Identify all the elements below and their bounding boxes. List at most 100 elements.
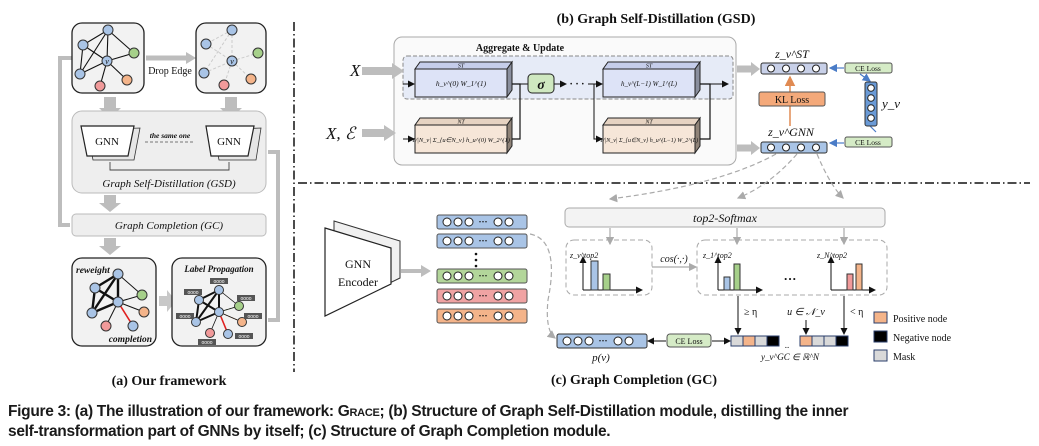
gnn-left: GNN [80, 125, 141, 161]
label-propagation-graph: Label Propagation [171, 257, 267, 347]
node-v-label: v [105, 57, 109, 66]
embedding-row: ··· [436, 288, 528, 304]
z1-bar-1 [723, 276, 731, 291]
zN-top2-label: z_N^top2 [816, 251, 847, 260]
zN-bar-2 [855, 263, 863, 291]
embedding-row: ··· [436, 214, 528, 230]
z1-bar-2 [733, 263, 741, 291]
z1-top2-label: z_1^top2 [702, 251, 732, 260]
gc-box [71, 213, 267, 237]
aggregate-update-label: Aggregate & Update [476, 43, 565, 54]
legend-swatch [873, 311, 888, 324]
vertical-dots [474, 252, 478, 268]
kl-loss-box [758, 91, 826, 107]
svg-text:···: ··· [598, 336, 607, 346]
sigma-label: σ [537, 78, 545, 93]
node-v-label: v [230, 57, 234, 66]
panel-b: (b) Graph Self-Distillation (GSD) Aggreg… [325, 12, 900, 166]
panel-c: GNN Encoder ··· ··· ··· ··· ··· top2-Softmax… [324, 207, 952, 388]
layer-ellipsis: · · · [569, 79, 584, 90]
kl-loss-label: KL Loss [775, 95, 809, 106]
pv-label: p(v) [591, 352, 610, 364]
caption-line2: self-transformation part of GNNs by itse… [8, 423, 611, 440]
top2-softmax-label: top2-Softmax [693, 211, 758, 225]
graph-node [77, 39, 89, 51]
svg-text:oooo: oooo [247, 314, 258, 320]
graph-node [121, 74, 133, 86]
original-graph: v [71, 22, 145, 94]
embedding-row: ··· [436, 233, 528, 249]
svg-text:1/|N_v| Σ_{u∈N_v} h_u^(0) W_2^: 1/|N_v| Σ_{u∈N_v} h_u^(0) W_2^(1) [412, 137, 510, 144]
gsd-label: Graph Self-Distillation (GSD) [102, 178, 236, 190]
svg-text:oooo: oooo [213, 279, 224, 285]
st-block-1: ST h_v^(0) W_1^(1) [414, 60, 513, 99]
candidate-top2-box [696, 239, 888, 296]
geq-eta-label: ≥ η [744, 307, 757, 318]
embedding-row: ··· [436, 308, 528, 324]
svg-text:1/|N_v| Σ_{u∈N_v} h_u^(L−1) W_: 1/|N_v| Σ_{u∈N_v} h_u^(L−1) W_2^(L) [600, 137, 698, 144]
y-gc-label: y_v^GC ∈ ℝ^N [760, 352, 820, 362]
legend-item: Mask [873, 349, 915, 363]
input-x: X [349, 61, 361, 80]
panel-a-title: (a) Our framework [112, 374, 227, 389]
svg-text:oooo: oooo [187, 290, 198, 296]
svg-text:NT: NT [456, 120, 465, 126]
cos-similarity-label: cos(·,·) [660, 254, 688, 265]
ce-loss-top-box [844, 62, 893, 74]
embedding-rows: ··· ··· ··· ··· ··· [436, 214, 528, 324]
input-x-edges: X, ℰ [325, 124, 357, 143]
graph-node [128, 47, 140, 59]
ce-loss-bottom-label: CE Loss [855, 138, 881, 147]
caption-method-name: Grace [337, 403, 380, 420]
graph-node [74, 68, 86, 80]
svg-text:..: .. [785, 340, 790, 350]
zv-bar-1 [590, 260, 599, 291]
svg-text:Encoder: Encoder [338, 275, 378, 289]
legend-label: Negative node [893, 333, 952, 344]
drop-edge-label: Drop Edge [148, 66, 192, 77]
legend-swatch [873, 349, 888, 362]
nt-block-1: NT 1/|N_v| Σ_{u∈N_v} h_u^(0) W_2^(1) [412, 116, 513, 155]
gc-ce-loss-label: CE Loss [675, 337, 702, 346]
svg-text:···: ··· [478, 236, 487, 246]
reweight-graph: reweight completion [71, 257, 157, 347]
graph-node [94, 80, 106, 92]
reweight-label: reweight [76, 266, 110, 276]
zv-top2-label: z_v^top2 [569, 251, 598, 260]
z-st-vector [760, 62, 828, 75]
ce-loss-bottom-box [844, 136, 893, 148]
panel-a: v Drop Edge v [58, 22, 280, 389]
legend-item: Positive node [873, 311, 948, 325]
caption-prefix: Figure 3: (a) The illustration of our fr… [8, 403, 338, 420]
legend-label: Mask [893, 352, 915, 363]
svg-text:h_v^(0) W_1^(1): h_v^(0) W_1^(1) [436, 79, 487, 88]
graph-node [102, 24, 114, 36]
legend-item: Negative node [873, 330, 952, 344]
figure-caption: Figure 3: (a) The illustration of our fr… [8, 402, 1028, 442]
y-v-vector [864, 81, 878, 127]
lt-eta-label: < η [850, 307, 863, 318]
panel-b-title: (b) Graph Self-Distillation (GSD) [557, 12, 756, 27]
zN-bar-1 [846, 273, 854, 291]
gc-ce-loss-box [666, 333, 712, 348]
neighbor-label: u ∈ 𝒩_v [787, 307, 825, 318]
ce-loss-top-label: CE Loss [855, 64, 881, 73]
svg-text:oooo: oooo [201, 340, 212, 346]
embedding-row: ··· [436, 268, 528, 284]
nt-block-L: NT 1/|N_v| Σ_{u∈N_v} h_u^(L−1) W_2^(L) [600, 116, 701, 155]
graph-node-v [101, 55, 113, 67]
same-one-label: the same one [150, 131, 191, 140]
svg-text:oooo: oooo [238, 334, 249, 340]
svg-text:ST: ST [458, 64, 465, 70]
svg-text:GNN: GNN [345, 257, 371, 271]
legend-label: Positive node [893, 314, 948, 325]
z-gnn-vector [760, 141, 828, 154]
pv-vector: ··· [556, 333, 648, 349]
caption-line1-rest: ; (b) Structure of Graph Self-Distillati… [379, 403, 849, 420]
gsd-to-lp-line [268, 150, 280, 322]
panel-c-title: (c) Graph Completion (GC) [551, 373, 717, 388]
svg-text:···: ··· [478, 311, 487, 321]
completion-label: completion [109, 335, 152, 345]
gnn-right: GNN [205, 125, 262, 161]
